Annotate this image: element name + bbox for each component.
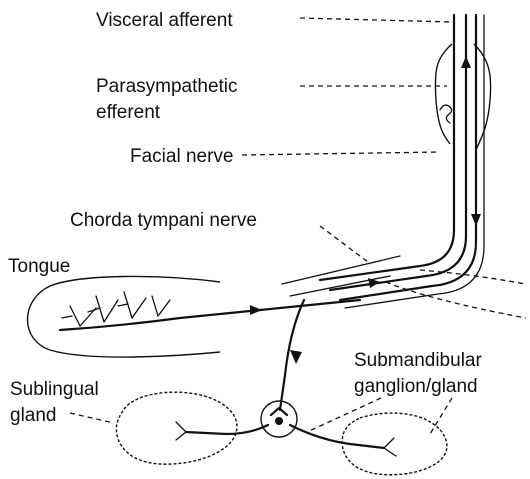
chorda-sheath-upper: [282, 256, 400, 284]
label-tongue: Tongue: [8, 256, 70, 277]
label-facial-nerve: Facial nerve: [130, 146, 234, 167]
label-parasympathetic-line1: Parasympathetic: [96, 76, 238, 97]
taste-branch-2: [88, 296, 118, 322]
fibre-to-sublingual: [186, 425, 268, 434]
label-submandibular-line2: ganglion/gland: [354, 376, 478, 397]
ganglion-cell-squiggle: [440, 105, 452, 123]
label-chorda-tympani: Chorda tympani nerve: [70, 210, 257, 231]
ganglion-core-dot: [275, 417, 283, 425]
fibre-inner: [340, 15, 476, 300]
taste-branch-3: [118, 292, 146, 318]
taste-fibre-main: [60, 300, 360, 330]
fibre-to-submandibular: [290, 425, 384, 448]
taste-branch-4: [152, 296, 170, 316]
arrow-to-ganglion: [290, 350, 302, 364]
lingual-nerve-upper: [386, 282, 526, 318]
sublingual-gland: [116, 392, 237, 464]
facial-nerve-trunk: [320, 15, 484, 308]
taste-branch-1: [62, 306, 96, 326]
submandibular-fibre-fork: [384, 438, 396, 456]
arrow-down-efferent: [471, 214, 481, 226]
direction-arrows: [250, 56, 481, 364]
leader-submandibular-gland: [430, 398, 452, 434]
sublingual-fibre-fork: [176, 422, 186, 440]
label-parasympathetic-line2: efferent: [96, 102, 161, 123]
label-sublingual-line2: gland: [10, 405, 57, 426]
leader-facial-nerve: [242, 152, 440, 155]
label-submandibular-line1: Submandibular: [354, 350, 482, 371]
leader-sublingual: [70, 413, 114, 423]
taste-fibres: [60, 292, 360, 330]
label-sublingual-line1: Sublingual: [10, 379, 99, 400]
leader-visceral-afferent: [300, 18, 452, 22]
arrow-taste-fibre: [250, 305, 262, 315]
geniculate-ganglion: [435, 44, 490, 150]
fibre-outer: [320, 15, 454, 280]
leader-chorda-tympani: [320, 226, 368, 262]
label-visceral-afferent: Visceral afferent: [96, 10, 233, 31]
lingual-nerve-top: [420, 270, 526, 284]
arrow-up-visceral-afferent: [461, 56, 471, 68]
ganglion-synapse-mark: [271, 408, 287, 415]
